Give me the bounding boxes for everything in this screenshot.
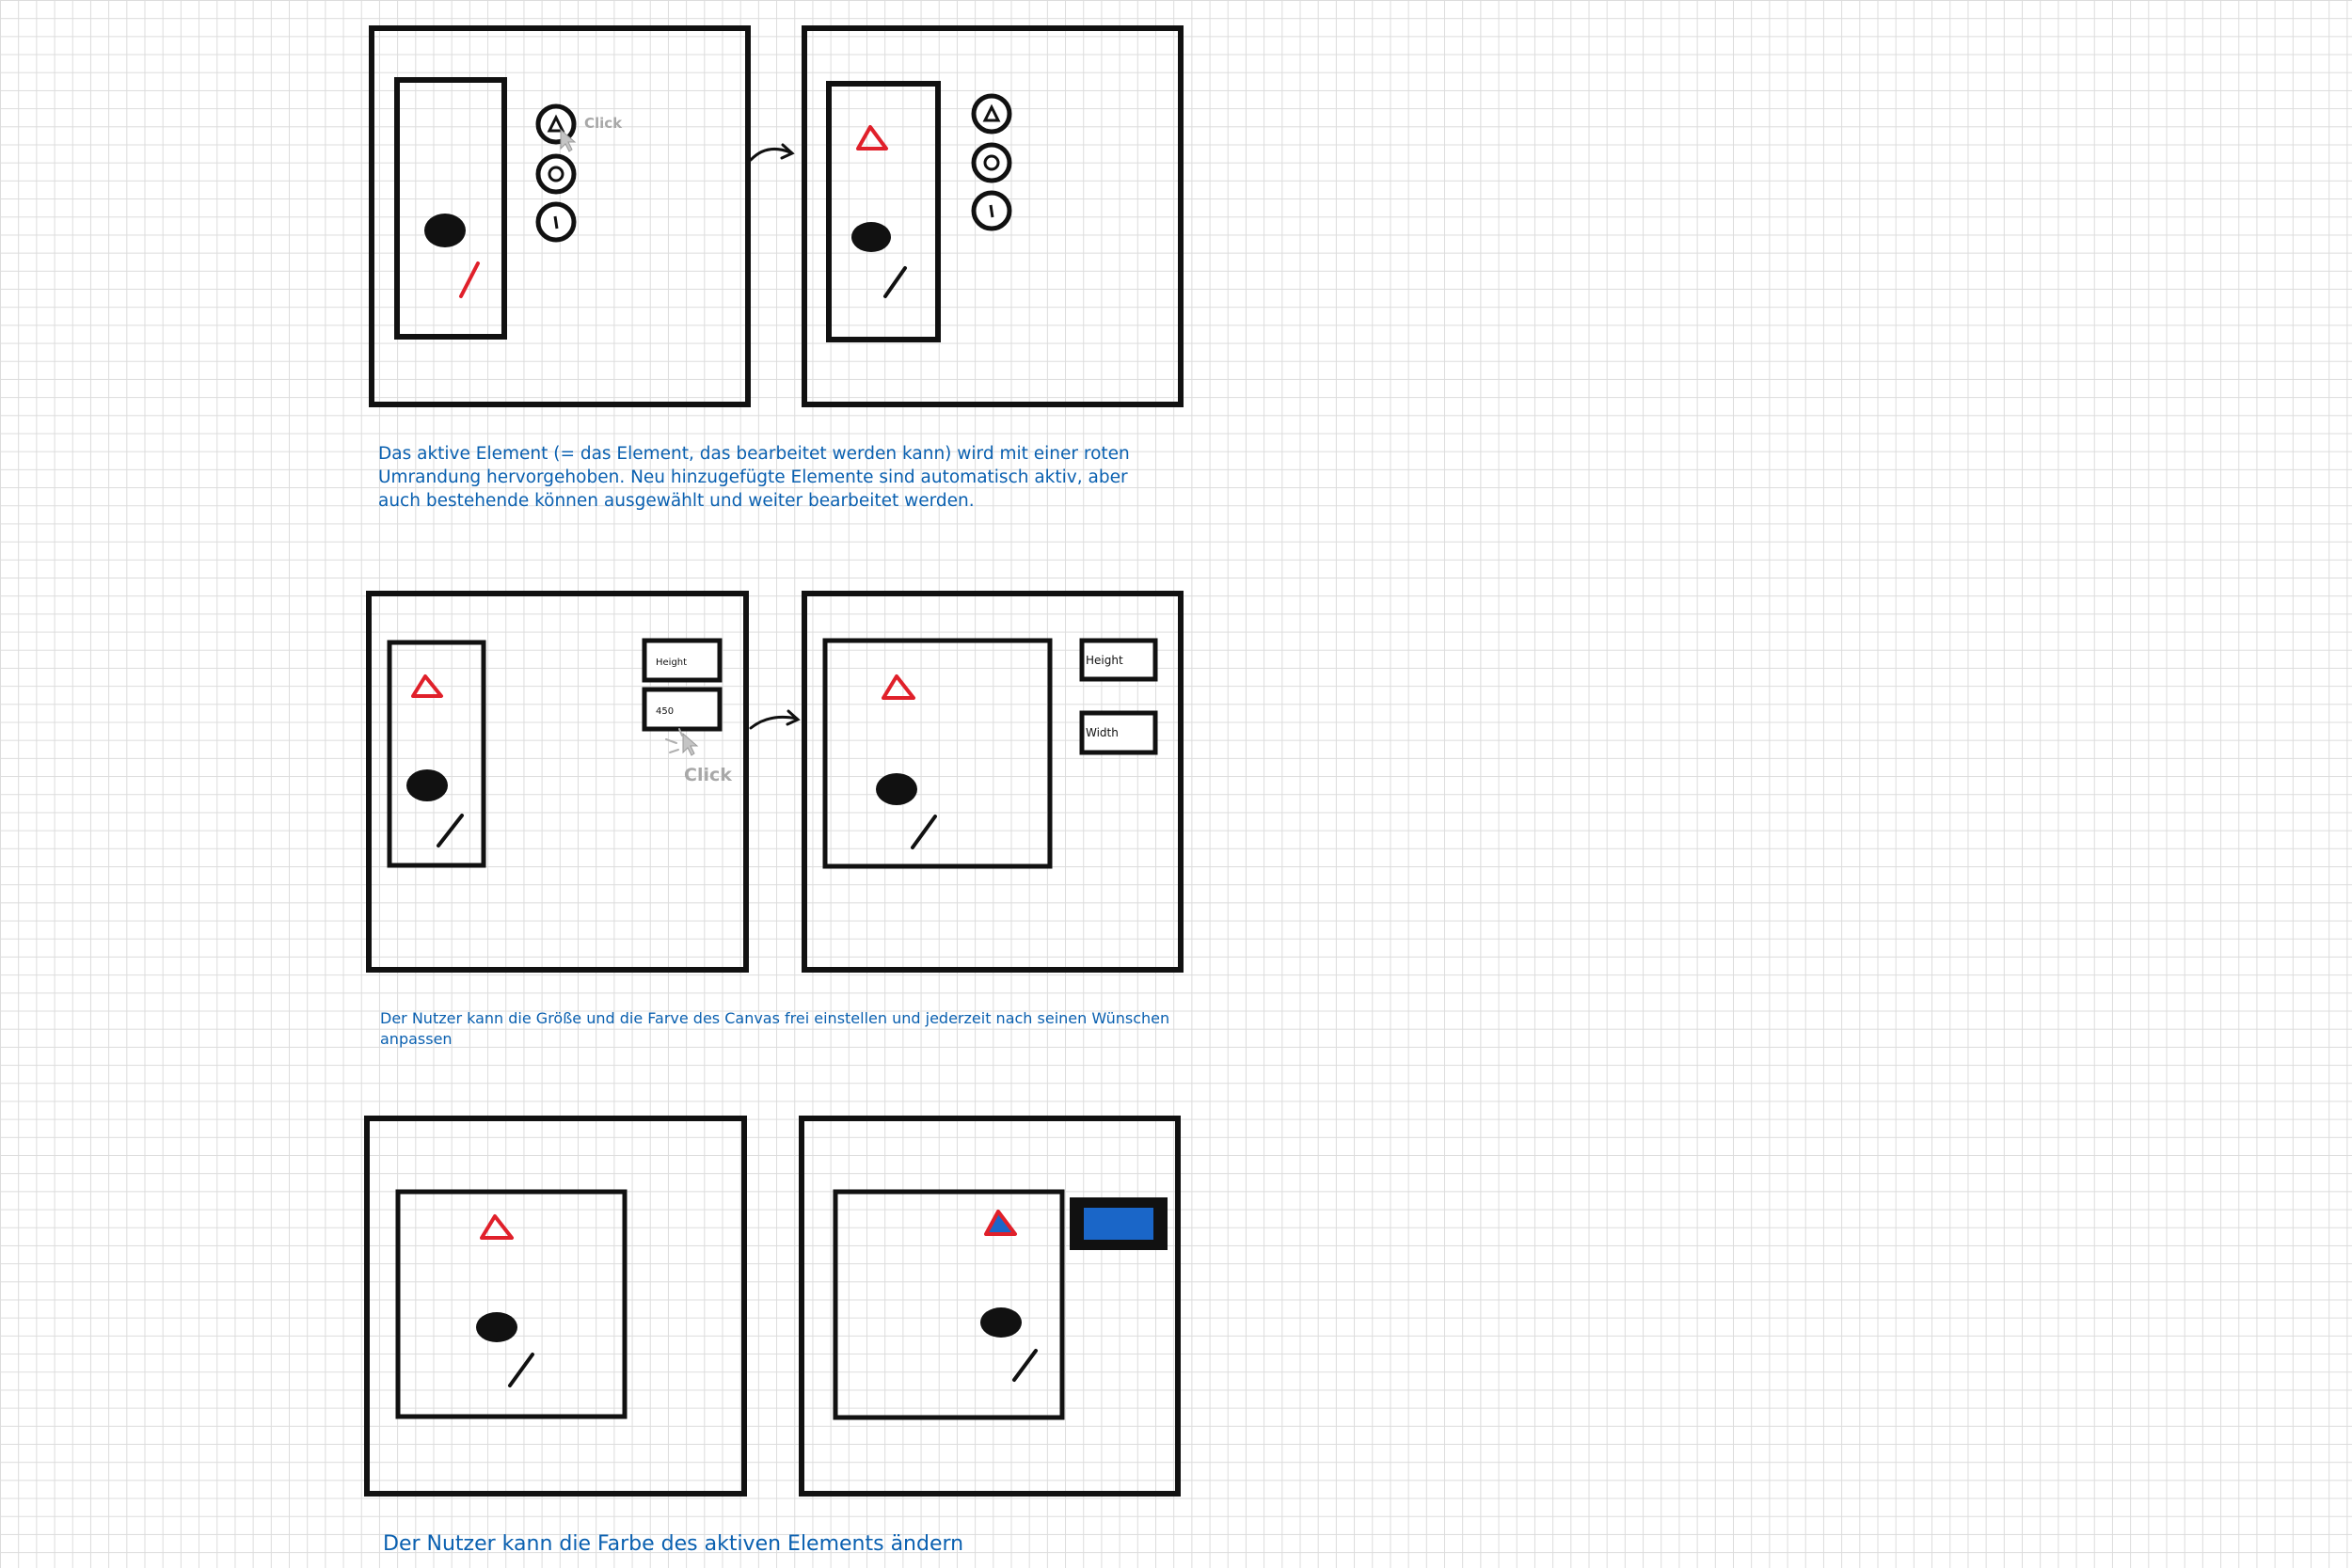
caption-element-color: Der Nutzer kann die Farbe des aktiven El… (383, 1532, 964, 1556)
triangle-shape-active (411, 674, 443, 698)
canvas (394, 77, 507, 340)
color-picker[interactable] (1070, 1197, 1168, 1250)
width-field[interactable]: 450 (642, 687, 723, 732)
transition-arrow (749, 709, 801, 730)
app-window-frame (802, 25, 1184, 407)
triangle-shape-active (856, 125, 888, 150)
canvas (387, 640, 486, 868)
app-window-frame (799, 1116, 1181, 1497)
canvas (826, 81, 941, 342)
line-icon (989, 204, 994, 218)
triangle-shape-active (882, 674, 915, 700)
app-window-frame (802, 591, 1184, 973)
panel-add-shape-after (802, 25, 1184, 407)
panel-color-before (364, 1116, 747, 1497)
height-field[interactable]: Height (1079, 638, 1158, 682)
add-triangle-button[interactable] (535, 103, 577, 145)
circle-icon (983, 154, 1000, 171)
width-label: Width (1086, 726, 1119, 739)
panel-resize-before: Height 450 Click (366, 591, 749, 973)
add-circle-button[interactable] (971, 142, 1012, 183)
app-window-frame (369, 25, 751, 407)
circle-shape (980, 1307, 1022, 1338)
height-label: Height (1086, 654, 1123, 667)
height-field[interactable]: Height (642, 638, 723, 683)
app-window-frame (366, 591, 749, 973)
line-shape (1012, 1349, 1038, 1382)
circle-icon (548, 166, 564, 182)
line-shape (437, 814, 464, 847)
app-window-frame (364, 1116, 747, 1497)
triangle-icon (982, 103, 1001, 122)
line-shape (883, 266, 907, 298)
add-triangle-button[interactable] (971, 93, 1012, 135)
line-shape (911, 815, 937, 849)
color-swatch-blue (1084, 1208, 1153, 1240)
click-hint: Click (584, 115, 623, 132)
circle-shape (424, 214, 466, 247)
add-line-button[interactable] (535, 201, 577, 243)
height-field-value: Height (656, 657, 687, 668)
panel-color-after (799, 1116, 1181, 1497)
circle-shape (851, 222, 891, 252)
caption-active-element: Das aktive Element (= das Element, das b… (378, 444, 1130, 511)
line-icon (553, 215, 559, 230)
canvas (833, 1189, 1065, 1420)
panel-resize-after: Height Width (802, 591, 1184, 973)
triangle-shape-active (480, 1214, 514, 1240)
canvas (395, 1189, 628, 1419)
line-shape-active (459, 261, 480, 298)
caption-canvas-settings: Der Nutzer kann die Größe und die Farve … (380, 1009, 1170, 1048)
circle-shape (876, 773, 917, 805)
click-hint: Click (684, 765, 732, 785)
add-circle-button[interactable] (535, 153, 577, 195)
click-burst-icon (665, 728, 683, 753)
circle-shape (406, 769, 448, 801)
triangle-icon (547, 114, 565, 133)
panel-add-shape-before: Click (369, 25, 751, 407)
transition-arrow (749, 143, 795, 162)
line-shape (508, 1353, 534, 1387)
add-line-button[interactable] (971, 190, 1012, 231)
canvas-resized (822, 638, 1053, 869)
width-field-value: 450 (656, 706, 674, 717)
width-field[interactable]: Width (1079, 710, 1158, 755)
cursor-icon (682, 732, 699, 756)
circle-shape (476, 1312, 517, 1342)
cursor-icon (560, 128, 577, 152)
triangle-shape-active (984, 1210, 1017, 1236)
